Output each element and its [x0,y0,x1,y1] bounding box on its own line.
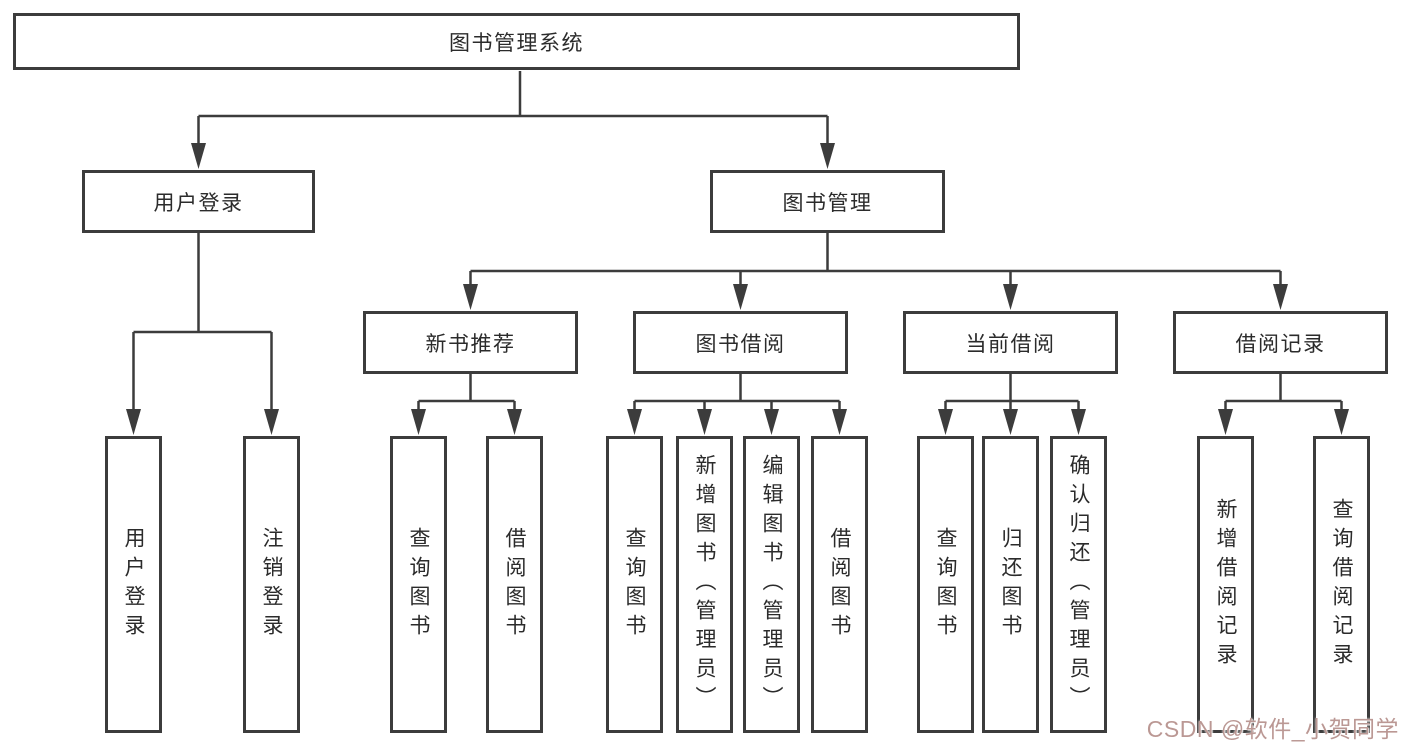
node-root: 图书管理系统 [13,13,1020,70]
node-label: 查询借阅记录 [1330,497,1353,672]
leaf-records-query: 查询借阅记录 [1313,436,1370,733]
node-label: 归还图书 [999,526,1022,643]
node-label: 查询图书 [623,526,646,643]
node-book-borrow: 图书借阅 [633,311,848,374]
node-label: 图书管理 [782,191,873,215]
node-label: 新增借阅记录 [1214,497,1237,672]
leaf-borrow-edit-admin: 编辑图书（管理员） [743,436,800,733]
node-label: 确认归还（管理员） [1067,454,1090,715]
node-label: 查询图书 [934,526,957,643]
leaf-current-query: 查询图书 [917,436,974,733]
node-label: 用户登录 [122,526,145,643]
node-borrow-records: 借阅记录 [1173,311,1388,374]
node-label: 用户登录 [153,191,244,215]
node-label: 当前借阅 [965,332,1056,356]
leaf-borrow-borrow: 借阅图书 [811,436,868,733]
node-label: 图书管理系统 [449,31,584,55]
leaf-current-return: 归还图书 [982,436,1039,733]
leaf-records-add: 新增借阅记录 [1197,436,1254,733]
leaf-logout: 注销登录 [243,436,300,733]
node-user-login: 用户登录 [82,170,315,233]
leaf-current-confirm-admin: 确认归还（管理员） [1050,436,1107,733]
leaf-borrow-query: 查询图书 [606,436,663,733]
node-label: 借阅图书 [503,526,526,643]
node-label: 借阅记录 [1235,332,1326,356]
leaf-newbook-query: 查询图书 [390,436,447,733]
node-label: 查询图书 [407,526,430,643]
leaf-borrow-add-admin: 新增图书（管理员） [676,436,733,733]
node-current-borrow: 当前借阅 [903,311,1118,374]
node-label: 新增图书（管理员） [693,454,716,715]
node-label: 注销登录 [260,526,283,643]
node-label: 借阅图书 [828,526,851,643]
watermark: CSDN @软件_小贺同学 [1146,716,1399,742]
arrowheads [126,143,1349,435]
node-label: 图书借阅 [695,332,786,356]
node-label: 新书推荐 [425,332,516,356]
leaf-user-login: 用户登录 [105,436,162,733]
leaf-newbook-borrow: 借阅图书 [486,436,543,733]
node-book-management: 图书管理 [710,170,945,233]
node-new-book-recommend: 新书推荐 [363,311,578,374]
node-label: 编辑图书（管理员） [760,454,783,715]
